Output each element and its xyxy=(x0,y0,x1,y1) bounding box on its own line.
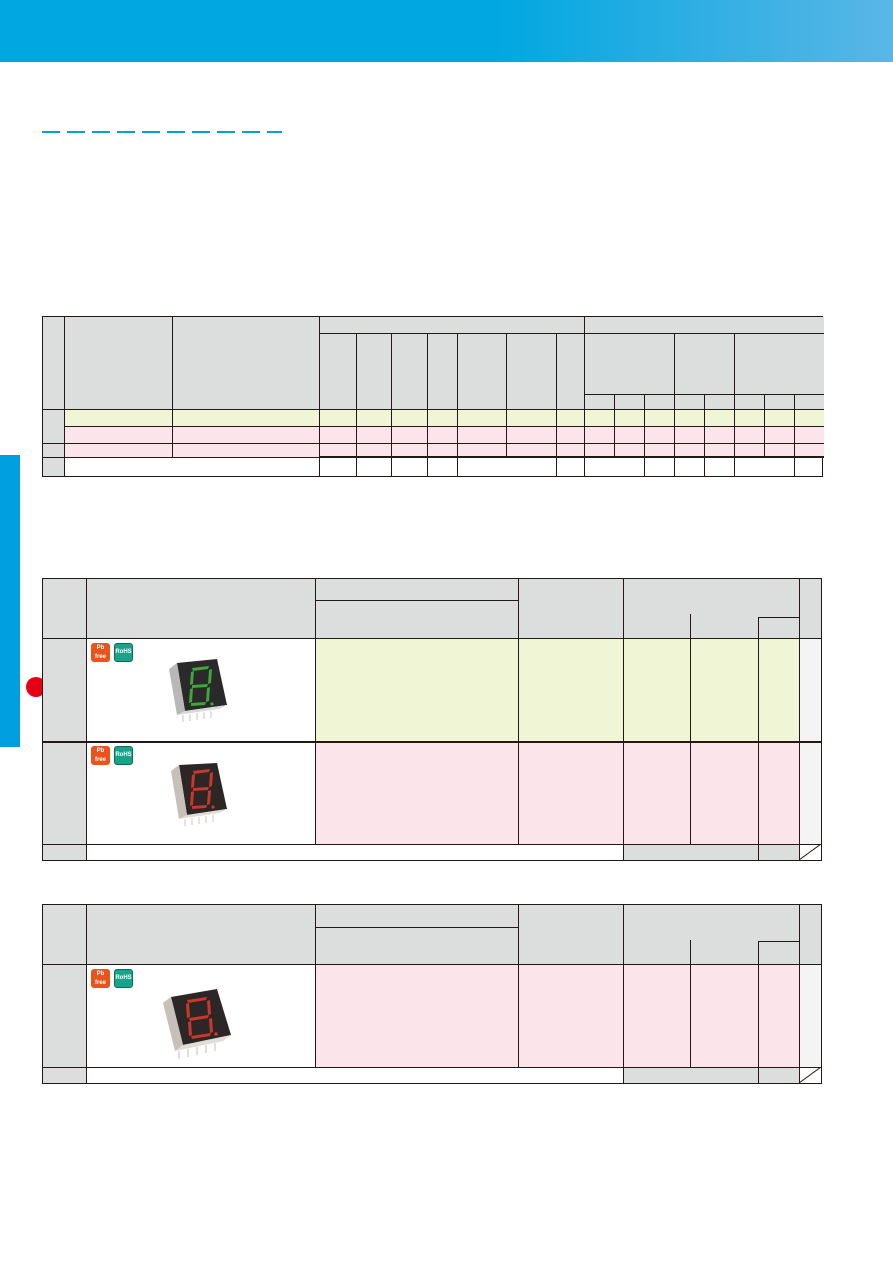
green-seven-segment-display-icon xyxy=(169,659,227,722)
rohs-icon: RoHS xyxy=(114,643,133,662)
new-product-marker-icon xyxy=(26,677,46,697)
diagonal-slash-icon xyxy=(799,1067,821,1083)
specification-table xyxy=(42,316,824,477)
rohs-icon: RoHS xyxy=(114,969,133,988)
side-index-tab xyxy=(0,455,20,747)
rohs-icon: RoHS xyxy=(114,746,133,765)
header-band xyxy=(0,0,893,62)
red-seven-segment-display-icon xyxy=(171,763,227,826)
section-title-underline xyxy=(42,131,282,133)
red-seven-segment-display-icon xyxy=(163,989,231,1059)
diagonal-slash-icon xyxy=(799,844,821,860)
